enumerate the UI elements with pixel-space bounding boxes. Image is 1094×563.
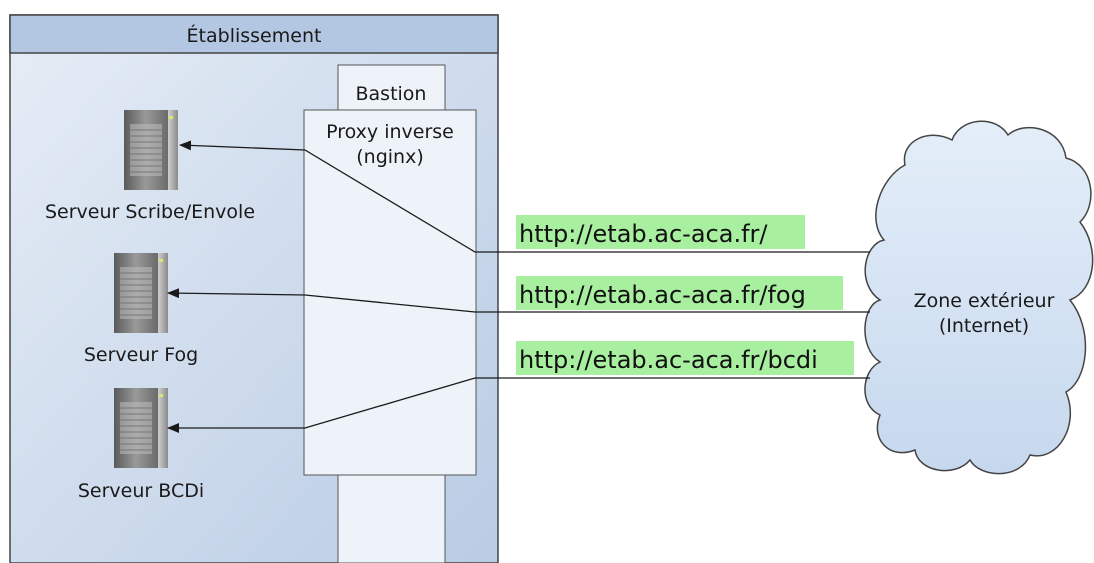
server-fog: Serveur Fog [84, 252, 198, 366]
url-text: http://etab.ac-aca.fr/bcdi [519, 346, 818, 374]
url-text: http://etab.ac-aca.fr/fog [519, 281, 806, 309]
proxy-box: Proxy inverse (nginx) [303, 109, 477, 476]
server-icon [113, 252, 169, 334]
url-text: http://etab.ac-aca.fr/ [519, 220, 768, 248]
cloud-label-line2: (Internet) [939, 315, 1029, 337]
establishment-title: Établissement [187, 24, 322, 47]
server-icon [123, 109, 179, 191]
bastion-title: Bastion [356, 83, 427, 105]
server-label: Serveur Scribe/Envole [45, 201, 255, 223]
server-icon [113, 387, 169, 469]
server-bcdi: Serveur BCDi [78, 387, 204, 502]
server-label: Serveur Fog [84, 344, 198, 366]
route-fog [167, 288, 870, 313]
route-scribe [179, 140, 870, 253]
cloud-label-line1: Zone extérieur [914, 290, 1055, 312]
url-label-scribe: http://etab.ac-aca.fr/ [516, 215, 805, 249]
route-bcdi [167, 377, 870, 433]
proxy-label-line2: (nginx) [356, 146, 424, 168]
url-label-fog: http://etab.ac-aca.fr/fog [516, 276, 843, 310]
server-label: Serveur BCDi [78, 480, 204, 502]
connections [167, 140, 870, 433]
url-label-bcdi: http://etab.ac-aca.fr/bcdi [516, 341, 854, 375]
internet-cloud: Zone extérieur (Internet) [864, 120, 1094, 475]
proxy-label-line1: Proxy inverse [326, 121, 454, 143]
server-scribe: Serveur Scribe/Envole [45, 109, 255, 223]
